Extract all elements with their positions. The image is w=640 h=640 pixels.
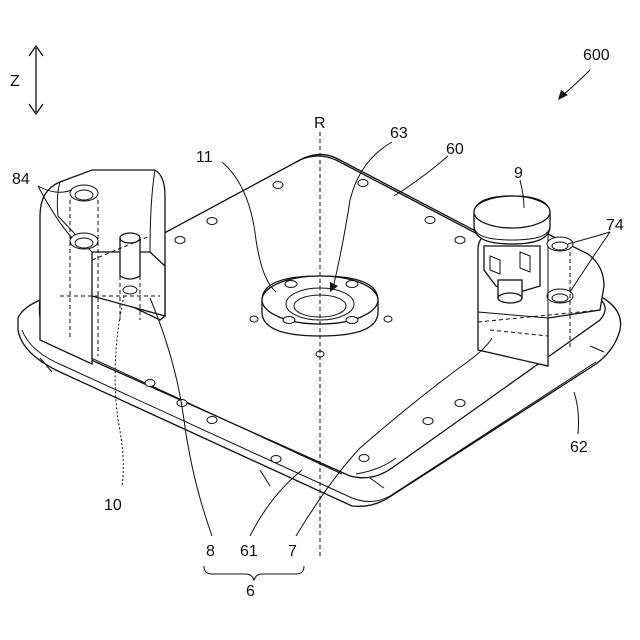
label-60: 60 [446,141,464,158]
center-flange [262,276,378,336]
z-axis-label: Z [10,73,20,90]
label-11: 11 [196,149,213,166]
label-10: 10 [104,497,122,514]
brace-6 [204,566,304,580]
label-7: 7 [288,543,297,560]
label-9: 9 [514,165,523,182]
assembly-number-label: 600 [583,47,610,64]
label-74: 74 [606,217,624,234]
label-61: 61 [240,543,258,560]
label-84: 84 [12,171,30,188]
label-62: 62 [570,439,588,456]
assembly-arrow [558,70,590,100]
label-8: 8 [206,543,215,560]
center-axis-label: R [314,115,326,132]
label-6: 6 [246,583,255,600]
label-63: 63 [390,125,408,142]
z-direction-arrow [29,46,43,114]
